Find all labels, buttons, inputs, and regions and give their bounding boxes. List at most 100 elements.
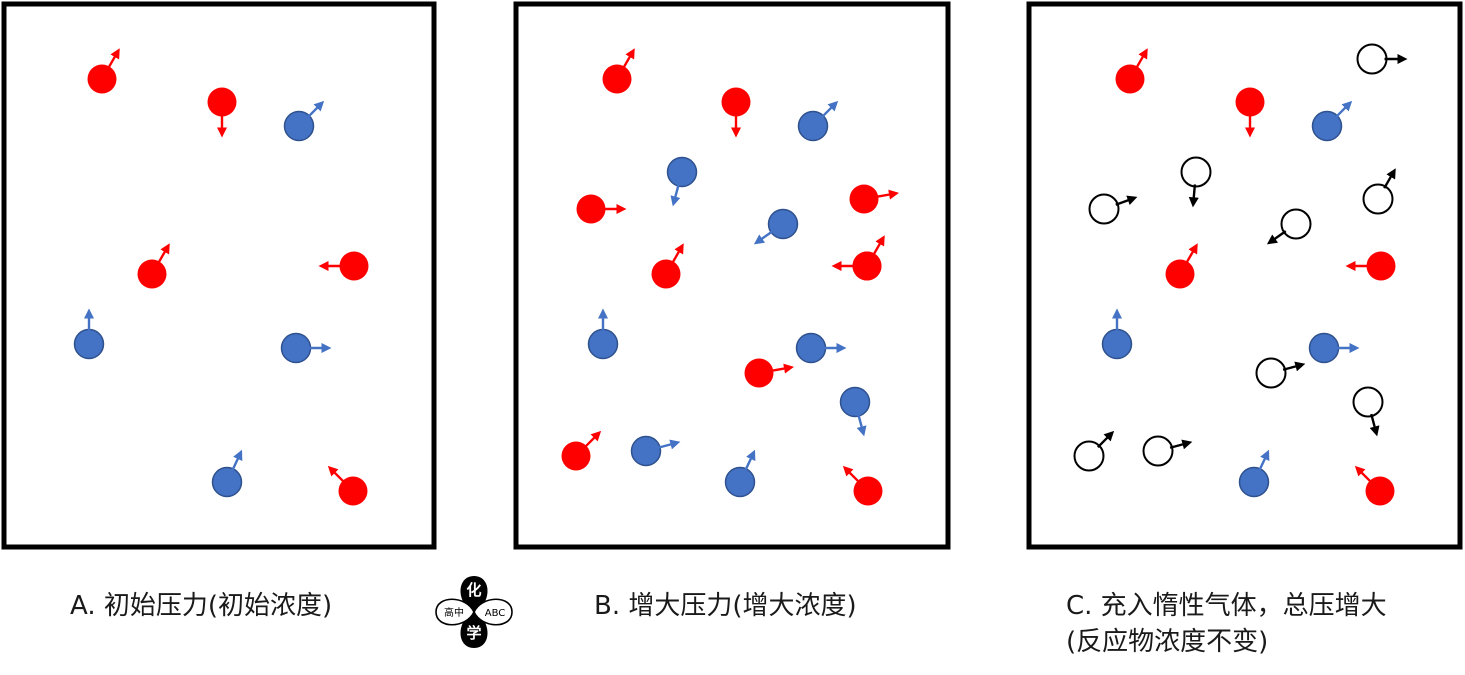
molecule-circle: [1235, 87, 1265, 117]
particle-blue-a: [280, 332, 332, 364]
molecule-circle: [1238, 466, 1270, 498]
molecule-circle: [339, 251, 369, 281]
molecule-circle: [87, 64, 117, 94]
logo-text-left: 高中: [444, 606, 464, 619]
particle-red-b: [842, 465, 883, 506]
particle-red-a: [207, 87, 237, 138]
particle-blue-c: [1101, 308, 1133, 360]
particle-inert-c: [1266, 208, 1312, 245]
velocity-arrow: [1354, 465, 1373, 484]
molecule-circle: [1088, 193, 1120, 225]
particle-inert-c: [1255, 357, 1306, 389]
panel-b-frame: [513, 1, 951, 550]
caption-panel-b-line1: B. 增大压力(增大浓度): [594, 591, 857, 621]
particle-red-c: [1115, 48, 1148, 94]
molecule-circle: [1255, 357, 1287, 389]
particle-red-c: [1354, 465, 1395, 506]
velocity-arrow: [1096, 430, 1115, 449]
velocity-arrow: [583, 430, 602, 449]
particle-red-c: [1345, 251, 1396, 281]
molecule-circle: [839, 386, 871, 418]
velocity-arrow: [771, 363, 795, 374]
particle-blue-c: [1311, 100, 1353, 142]
molecule-circle: [795, 332, 827, 364]
particle-blue-b: [795, 332, 847, 364]
particle-red-a: [137, 243, 170, 289]
caption-panel-b: B. 增大压力(增大浓度): [594, 588, 857, 624]
molecule-circle: [1280, 208, 1312, 240]
panel-c-frame: [1026, 1, 1463, 550]
particle-inert-c: [1142, 435, 1193, 467]
particle-blue-b: [753, 208, 799, 245]
logo-text-bottom: 学: [466, 624, 481, 642]
molecule-circle: [1366, 251, 1396, 281]
particle-red-b: [721, 87, 751, 138]
velocity-arrow: [107, 48, 120, 69]
velocity-arrow: [306, 100, 325, 119]
logo-right-petal: [473, 598, 513, 626]
logo-text-top: 化: [466, 581, 481, 599]
molecule-circle: [211, 466, 243, 498]
caption-panel-a-line1: A. 初始压力(初始浓度): [70, 591, 333, 621]
velocity-arrow: [1135, 48, 1148, 69]
particle-blue-b: [666, 156, 698, 207]
molecule-circle: [280, 332, 312, 364]
particle-inert-c: [1356, 43, 1408, 75]
particle-red-b: [561, 430, 602, 471]
velocity-arrow: [231, 449, 243, 472]
particle-blue-b: [797, 100, 839, 142]
velocity-arrow: [820, 100, 839, 119]
molecule-circle: [338, 476, 368, 506]
particle-red-a: [318, 251, 369, 281]
velocity-arrow: [327, 465, 346, 484]
molecule-circle: [1165, 259, 1195, 289]
molecule-circle: [1180, 156, 1212, 188]
particle-blue-a: [283, 100, 325, 142]
molecule-circle: [721, 87, 751, 117]
particle-red-c: [1235, 87, 1265, 138]
velocity-arrow: [1334, 100, 1353, 119]
velocity-arrow: [856, 413, 867, 437]
particle-blue-b: [839, 386, 871, 437]
molecule-circle: [853, 476, 883, 506]
particle-blue-a: [211, 449, 243, 498]
velocity-arrow: [872, 235, 885, 256]
velocity-arrow: [1258, 449, 1270, 472]
particle-red-a: [87, 48, 120, 94]
molecule-circle: [576, 194, 606, 224]
particle-red-b: [576, 194, 627, 224]
particle-blue-b: [724, 449, 756, 498]
velocity-arrow: [1169, 439, 1193, 450]
caption-panel-c: C. 充入惰性气体，总压增大 (反应物浓度不变): [1066, 588, 1387, 660]
particle-red-b: [651, 243, 684, 289]
particles-layer: [73, 43, 1408, 506]
molecule-circle: [630, 435, 662, 467]
molecule-circle: [1142, 435, 1174, 467]
velocity-arrow: [622, 48, 635, 69]
chemistry-abc-logo: 化 学 高中 ABC: [435, 576, 513, 648]
velocity-arrow: [1185, 243, 1198, 264]
particle-inert-c: [1180, 156, 1212, 208]
molecule-circle: [73, 328, 105, 360]
velocity-arrow: [753, 230, 774, 245]
particle-inert-c: [1352, 386, 1384, 437]
particle-blue-b: [587, 308, 619, 360]
particle-red-b: [831, 251, 882, 281]
particle-red-b: [602, 48, 635, 94]
velocity-arrow: [1115, 195, 1138, 206]
logo-left-petal: [435, 598, 475, 626]
velocity-arrow: [1282, 361, 1306, 372]
particle-red-b: [849, 184, 900, 214]
velocity-arrow: [670, 183, 681, 207]
molecule-circle: [137, 259, 167, 289]
velocity-arrow: [671, 243, 684, 264]
caption-panel-c-line2: (反应物浓度不变): [1066, 627, 1269, 657]
velocity-arrow: [1369, 413, 1380, 437]
molecule-circle: [852, 251, 882, 281]
molecule-circle: [651, 259, 681, 289]
molecule-circle: [1356, 43, 1388, 75]
molecule-circle: [1115, 64, 1145, 94]
molecule-circle: [602, 64, 632, 94]
logo-top-petal: [460, 576, 488, 612]
